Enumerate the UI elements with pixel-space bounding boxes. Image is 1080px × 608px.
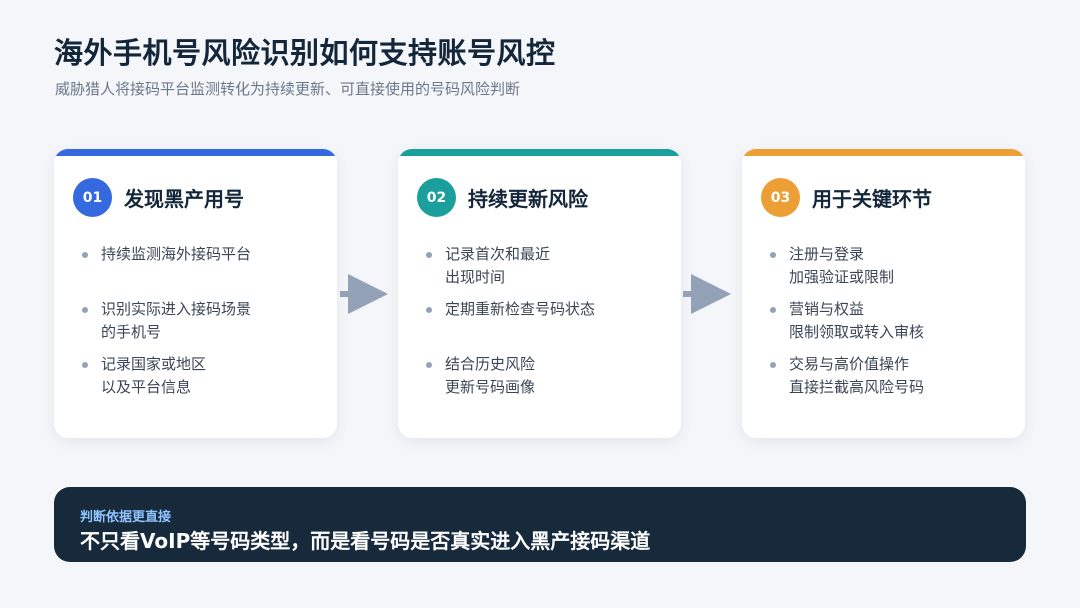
bullet-dot-icon bbox=[770, 307, 776, 313]
item-text: 加强验证或限制 bbox=[789, 268, 895, 286]
step-number-badge: 02 bbox=[417, 178, 456, 217]
bullet-dot-icon bbox=[770, 252, 776, 258]
list-item: 记录国家或地区 以及平台信息 bbox=[82, 353, 321, 399]
arrow-right-icon bbox=[683, 274, 731, 314]
list-item: 结合历史风险 更新号码画像 bbox=[426, 353, 665, 399]
list-item: 营销与权益 限制领取或转入审核 bbox=[770, 298, 1009, 344]
item-text: 持续监测海外接码平台 bbox=[101, 245, 252, 263]
list-item: 定期重新检查号码状态 bbox=[426, 298, 665, 321]
list-item: 持续监测海外接码平台 bbox=[82, 243, 321, 266]
item-text: 营销与权益 bbox=[789, 300, 865, 318]
bullet-dot-icon bbox=[82, 252, 88, 258]
card-accent-bar bbox=[54, 149, 337, 156]
bullet-dot-icon bbox=[82, 307, 88, 313]
summary-label: 判断依据更直接 bbox=[80, 510, 172, 525]
item-text: 记录国家或地区 bbox=[101, 355, 207, 373]
summary-banner: 判断依据更直接 不只看VoIP等号码类型，而是看号码是否真实进入黑产接码渠道 bbox=[54, 487, 1026, 562]
list-item: 识别实际进入接码场景 的手机号 bbox=[82, 298, 321, 344]
bullet-dot-icon bbox=[82, 362, 88, 368]
item-text: 限制领取或转入审核 bbox=[789, 323, 925, 341]
item-text: 结合历史风险 bbox=[445, 355, 536, 373]
card-accent-bar bbox=[742, 149, 1025, 156]
bullet-dot-icon bbox=[426, 307, 432, 313]
item-text: 的手机号 bbox=[101, 323, 162, 341]
summary-statement: 不只看VoIP等号码类型，而是看号码是否真实进入黑产接码渠道 bbox=[80, 529, 651, 553]
card-accent-bar bbox=[398, 149, 681, 156]
card-title: 发现黑产用号 bbox=[124, 187, 244, 211]
item-text: 以及平台信息 bbox=[101, 378, 192, 396]
bullet-dot-icon bbox=[426, 252, 432, 258]
step-number-badge: 01 bbox=[73, 178, 112, 217]
item-text: 注册与登录 bbox=[789, 245, 865, 263]
item-text: 识别实际进入接码场景 bbox=[101, 300, 252, 318]
list-item: 注册与登录 加强验证或限制 bbox=[770, 243, 1009, 289]
item-text: 记录首次和最近 bbox=[445, 245, 551, 263]
bullet-dot-icon bbox=[426, 362, 432, 368]
item-text: 直接拦截高风险号码 bbox=[789, 378, 925, 396]
list-item: 交易与高价值操作 直接拦截高风险号码 bbox=[770, 353, 1009, 399]
arrow-right-icon bbox=[340, 274, 388, 314]
bullet-dot-icon bbox=[770, 362, 776, 368]
page-subtitle: 威胁猎人将接码平台监测转化为持续更新、可直接使用的号码风险判断 bbox=[55, 80, 521, 98]
item-text: 出现时间 bbox=[445, 268, 506, 286]
step-number-badge: 03 bbox=[761, 178, 800, 217]
page-title: 海外手机号风险识别如何支持账号风控 bbox=[54, 36, 556, 70]
item-text: 定期重新检查号码状态 bbox=[445, 300, 596, 318]
step-card-update: 02 持续更新风险 记录首次和最近 出现时间 定期重新检查号码状态 结合历史风险… bbox=[398, 149, 681, 438]
step-card-discover: 01 发现黑产用号 持续监测海外接码平台 识别实际进入接码场景 的手机号 记录国… bbox=[54, 149, 337, 438]
item-text: 交易与高价值操作 bbox=[789, 355, 910, 373]
card-title: 持续更新风险 bbox=[468, 187, 588, 211]
step-card-apply: 03 用于关键环节 注册与登录 加强验证或限制 营销与权益 限制领取或转入审核 … bbox=[742, 149, 1025, 438]
list-item: 记录首次和最近 出现时间 bbox=[426, 243, 665, 289]
card-title: 用于关键环节 bbox=[812, 187, 932, 211]
item-text: 更新号码画像 bbox=[445, 378, 536, 396]
